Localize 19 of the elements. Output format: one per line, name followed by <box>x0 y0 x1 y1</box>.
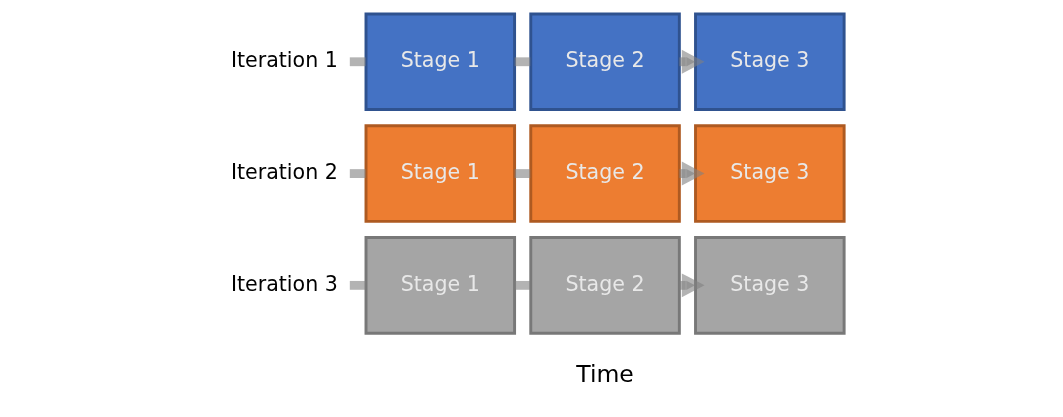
node-box: Stage 2 <box>529 124 681 223</box>
node-box: Stage 2 <box>529 12 681 112</box>
connector <box>514 280 531 290</box>
node-text: Iteration 3 <box>230 271 338 296</box>
connector <box>349 169 366 178</box>
label: Time <box>576 360 634 389</box>
node-box: Stage 2 <box>529 236 681 335</box>
node-box: Stage 1 <box>364 124 517 223</box>
node-box: Stage 3 <box>694 124 846 223</box>
connector <box>514 169 531 178</box>
connector <box>349 280 366 290</box>
node-box: Stage 1 <box>364 236 517 335</box>
connector <box>349 57 366 67</box>
node-box: Stage 1 <box>364 12 517 112</box>
node-box: Stage 3 <box>694 236 846 335</box>
node-text: Iteration 1 <box>230 48 338 73</box>
node-text: Iteration 2 <box>230 160 338 184</box>
node-box: Stage 3 <box>694 12 846 112</box>
connector <box>514 57 531 67</box>
